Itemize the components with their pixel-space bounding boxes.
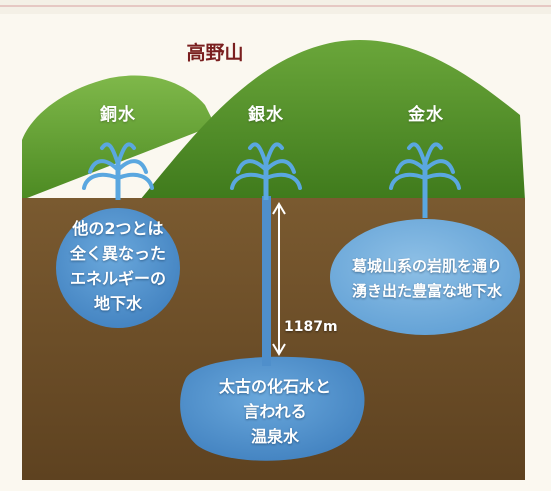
copper-description-line: 全く異なった (69, 244, 166, 263)
left-mountain (22, 75, 215, 200)
silver-description-line: 太古の化石水と (218, 377, 331, 396)
gold-water-pool (330, 219, 520, 335)
silver-description-line: 温泉水 (250, 427, 299, 446)
mountain-title: 高野山 (186, 42, 244, 64)
silver-water-shaft (262, 196, 271, 366)
copper-water-label: 銅水 (100, 105, 136, 125)
silver-water-label: 銀水 (248, 105, 284, 125)
gold-water-description: 葛城山系の岩肌を通り 湧き出た豊富な地下水 (320, 254, 534, 304)
gold-fountain-icon (389, 142, 461, 218)
copper-water-pool (56, 208, 180, 328)
copper-fountain-icon (82, 142, 154, 200)
copper-water-description: 他の2つとは 全く異なった エネルギーの 地下水 (48, 216, 188, 316)
page-top-strip (0, 0, 551, 14)
silver-water-description: 太古の化石水と 言われる 温泉水 (190, 374, 360, 449)
silver-description-line: 言われる (243, 402, 307, 421)
silver-fountain-icon (230, 142, 302, 200)
depth-arrow (272, 202, 286, 356)
silver-water-pool (180, 356, 365, 461)
gold-water-label: 金水 (408, 105, 444, 125)
gold-description-line: 葛城山系の岩肌を通り (351, 257, 502, 275)
depth-label: 1187m (284, 319, 338, 335)
copper-description-line: 地下水 (93, 294, 142, 313)
copper-description-line: エネルギーの (69, 269, 166, 288)
main-mountain (140, 40, 525, 201)
copper-description-line: 他の2つとは (72, 219, 164, 238)
gold-description-line: 湧き出た豊富な地下水 (351, 282, 502, 300)
